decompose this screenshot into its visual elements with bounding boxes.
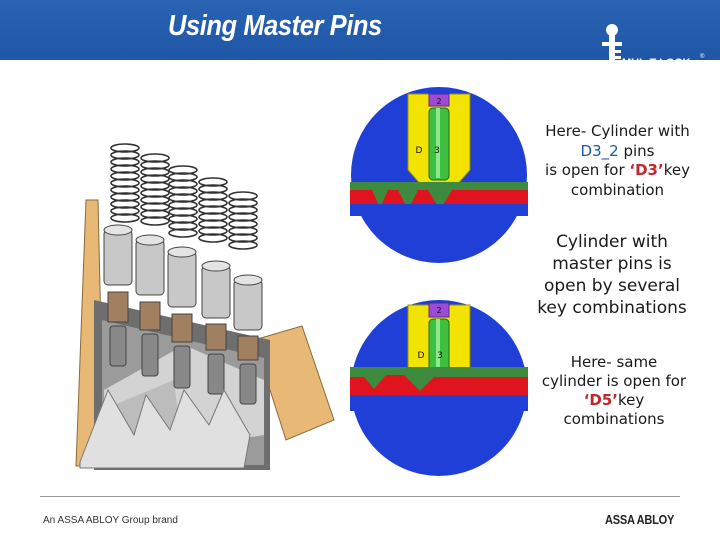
top-pin-right-label: 3 [434,146,440,156]
callout-top: Here- Cylinder with D3_2 pins is open fo… [545,122,690,199]
cam-plate [253,325,335,441]
pin-code-highlight: D3_2 [580,141,619,160]
page-title: Using Master Pins [168,10,382,42]
bottom-pin-left-label: D [418,351,425,361]
mul-t-lock-logo: MUL-T-LOCK ® [602,24,705,70]
pin-columns [103,224,263,405]
exploded-lock-illustration [75,143,335,470]
key-code-d3: ‘D3’ [629,161,664,179]
key-illustration [79,388,251,469]
bottom-pin-right-label: 3 [437,351,443,361]
callout-bottom: Here- same cylinder is open for ‘D5’key … [541,353,687,428]
brand-wordmark: MUL-T-LOCK [622,57,690,69]
bottom-pin-upper-label: 2 [436,306,441,315]
top-pin-left-label: D [416,146,423,156]
brand-logo: MUL-T-LOCK ® [596,20,708,76]
footer-divider [40,496,680,497]
top-pin-upper-label: 2 [436,97,441,106]
footer-group-brand: An ASSA ABLOY Group brand [43,515,178,526]
cylinder-cross-section-bottom: 2 D 3 [350,300,528,476]
springs-group [110,143,258,250]
key-code-d5: ‘D5’ [583,391,619,409]
cylinder-cross-section-top: 2 D 3 [350,87,528,263]
svg-text:®: ® [700,53,705,60]
callout-middle: Cylinder with master pins is open by sev… [537,232,687,318]
footer-assa-abloy-logo: ASSA ABLOY [605,512,675,527]
header-bar: Using Master Pins [0,0,720,60]
